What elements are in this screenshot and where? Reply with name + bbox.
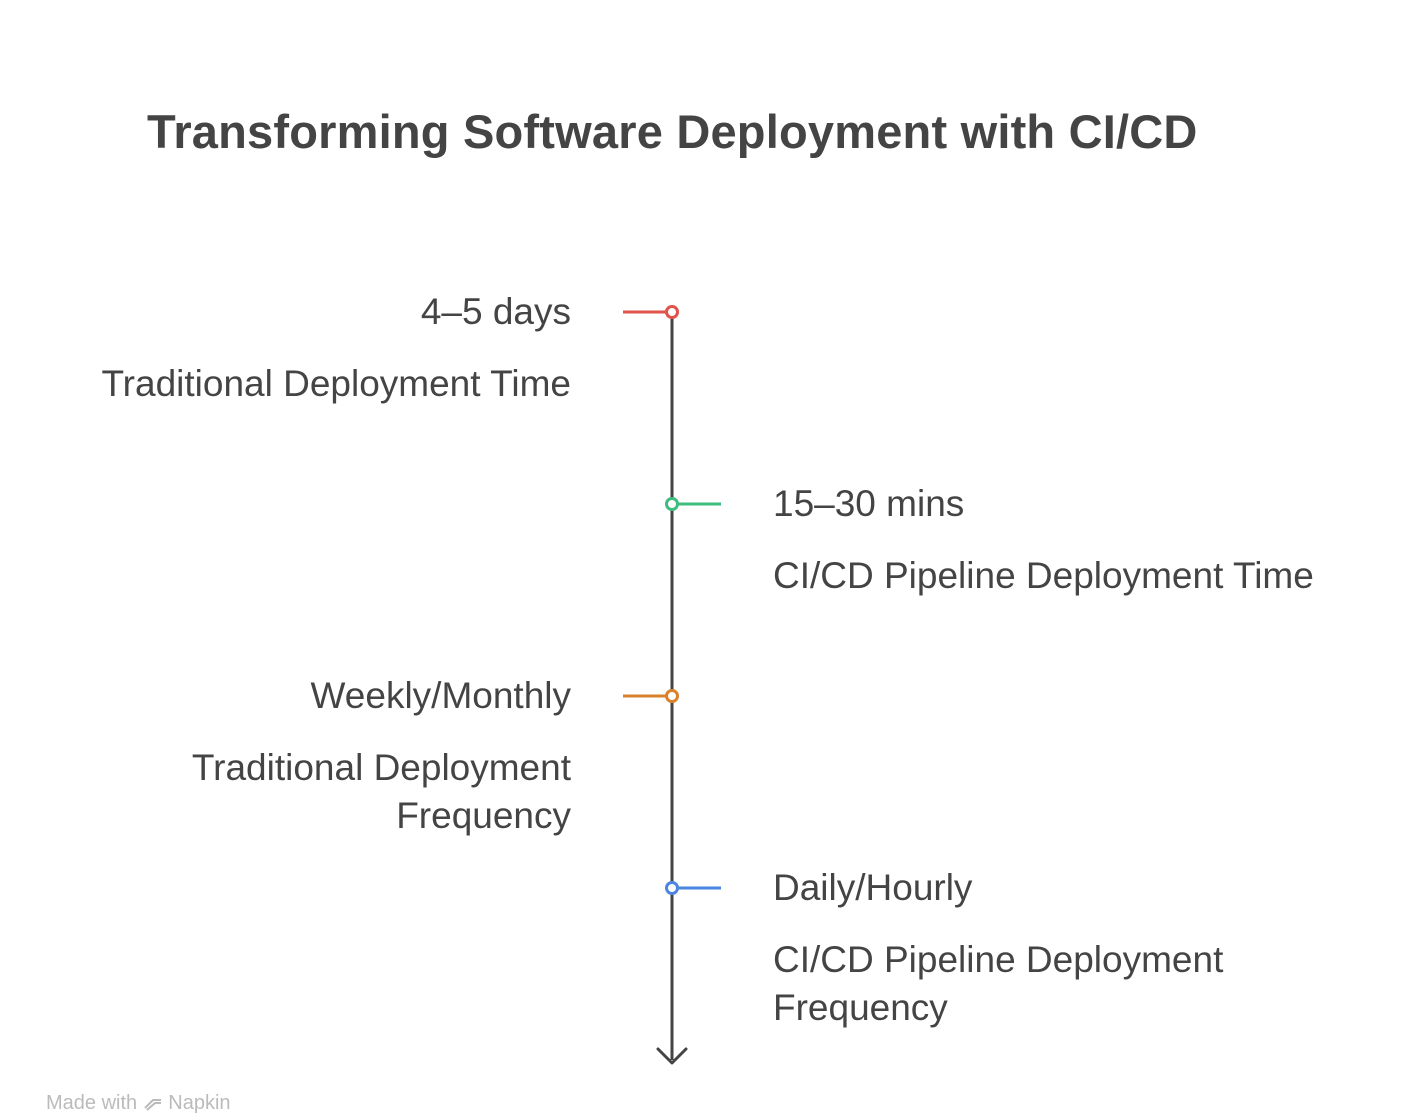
event-label-1: Traditional Deployment Time	[101, 363, 571, 404]
event-label-4: CI/CD Pipeline Deployment Frequency	[773, 939, 1224, 1028]
event-label-3: Traditional Deployment Frequency	[191, 747, 571, 836]
diagram-title: Transforming Software Deployment with CI…	[147, 105, 1198, 158]
timeline-arrowhead	[656, 1047, 688, 1065]
event-marker-2	[665, 497, 679, 511]
brand-text: Napkin	[168, 1092, 231, 1114]
event-value-2: 15–30 mins	[773, 483, 965, 524]
made-with-text: Made with	[46, 1092, 138, 1114]
footer-watermark: Made with Napkin	[46, 1092, 231, 1115]
event-value-4: Daily/Hourly	[773, 867, 973, 908]
event-label-2: CI/CD Pipeline Deployment Time	[773, 555, 1314, 596]
event-marker-1	[665, 305, 679, 319]
event-marker-3	[665, 689, 679, 703]
event-marker-4	[665, 881, 679, 895]
napkin-logo-icon	[144, 1098, 161, 1111]
event-value-3: Weekly/Monthly	[310, 675, 571, 716]
event-value-1: 4–5 days	[420, 291, 571, 332]
